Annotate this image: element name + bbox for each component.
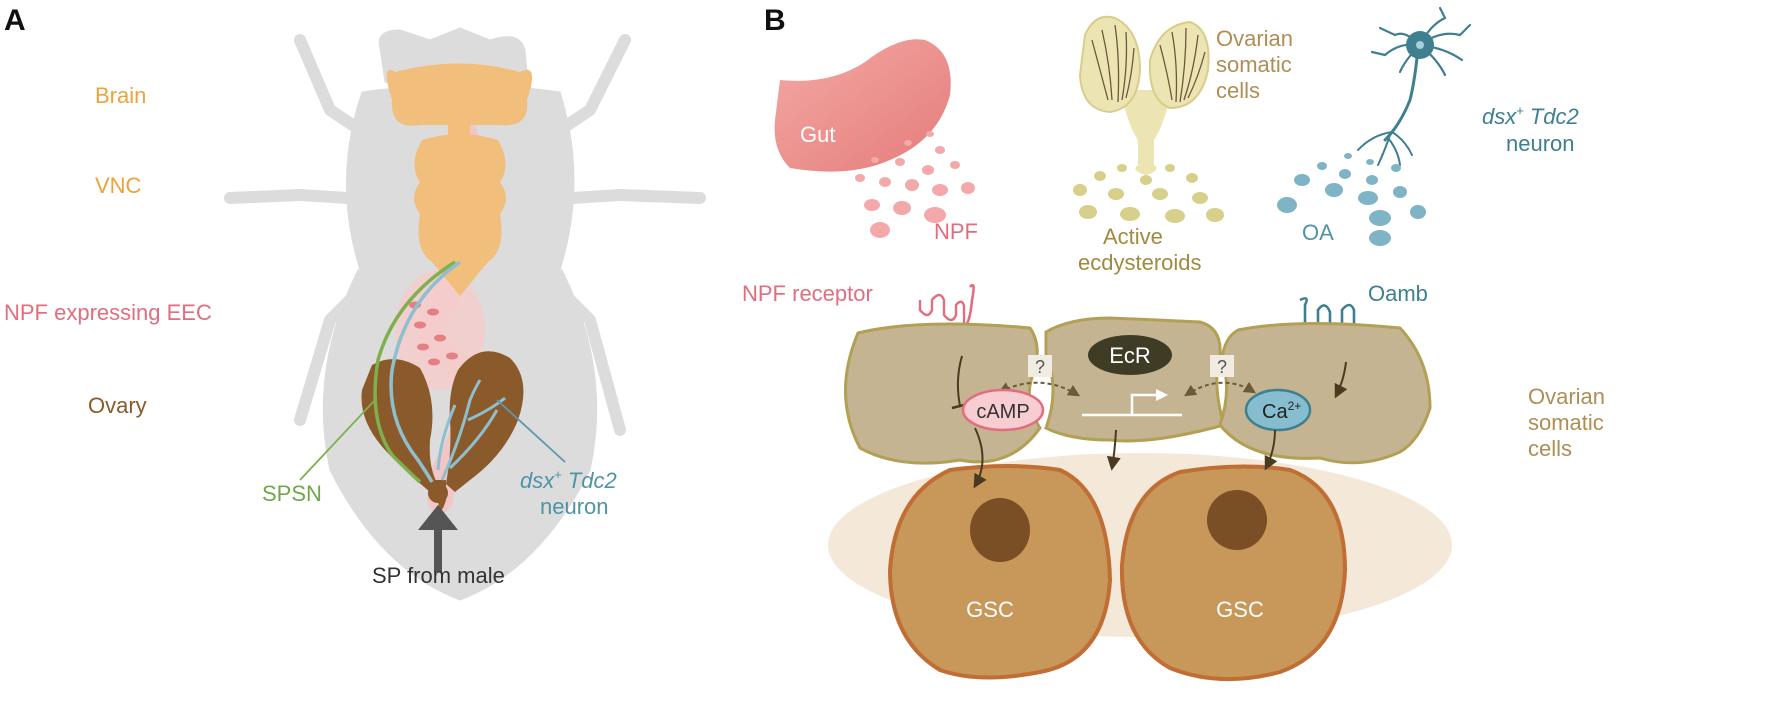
label-gsc-right: GSC — [1216, 597, 1264, 622]
label-oamb: Oamb — [1368, 281, 1428, 306]
label-osc-right-1: Ovarian — [1528, 384, 1605, 409]
ovary-top-left — [1078, 15, 1142, 114]
label-ecdysteroids: ecdysteroids — [1078, 250, 1202, 275]
label-osc-right-3: cells — [1528, 436, 1572, 461]
sp-arrow-head — [418, 505, 458, 530]
label-npf-eec: NPF expressing EEC — [4, 300, 212, 325]
ca-shape — [1244, 388, 1312, 432]
ca-sup: 2+ — [1288, 399, 1302, 413]
label-npf-receptor: NPF receptor — [742, 281, 873, 306]
label-sp-from-male: SP from male — [372, 563, 505, 588]
axon-terminals — [1357, 131, 1413, 166]
dsx-gene: dsx — [520, 468, 555, 493]
label-dsx-tdc2: dsx+ Tdc2 — [520, 467, 617, 493]
label-active: Active — [1103, 224, 1163, 249]
dsx-tdc2-neuron — [389, 260, 461, 483]
gsc-left-nucleus — [970, 498, 1030, 562]
label-npf: NPF — [934, 219, 978, 244]
dashed-arrow-right — [1183, 381, 1257, 397]
b-dsx-sup: + — [1516, 103, 1524, 118]
oviduct-top — [1120, 90, 1172, 175]
label-q1: ? — [1035, 357, 1045, 377]
transcription-symbol — [1082, 393, 1182, 417]
label-ovary: Ovary — [88, 393, 147, 418]
label-osc-top-2: somatic — [1216, 52, 1292, 77]
label-gut: Gut — [800, 122, 835, 147]
transcription-arrowhead — [1156, 389, 1168, 401]
label-q2: ? — [1217, 357, 1227, 377]
oa-dots — [1277, 153, 1426, 246]
dsx-tdc2-branches — [436, 379, 506, 481]
ovary-pair-top — [1078, 15, 1210, 175]
ecr-shape — [1088, 335, 1172, 375]
spsn-leader — [299, 399, 376, 481]
gsc-left — [887, 464, 1113, 680]
gsc-right-nucleus — [1207, 490, 1267, 550]
label-osc-top-1: Ovarian — [1216, 26, 1293, 51]
label-b-dsx-tdc2: dsx+ Tdc2 — [1482, 103, 1579, 129]
octopaminergic-neuron — [1357, 6, 1472, 166]
q1-box — [1028, 355, 1052, 377]
ovaries — [361, 351, 524, 510]
dashed-arrow-left — [997, 381, 1081, 397]
dsx-sup: + — [554, 467, 562, 482]
ecdysteroid-dots — [1073, 164, 1224, 223]
panel-a: A — [4, 4, 706, 601]
somatic-cell-right — [1218, 321, 1432, 465]
ovary-left — [361, 359, 440, 492]
tdc2-gene: Tdc2 — [568, 468, 617, 493]
axon — [1383, 46, 1420, 142]
label-spsn: SPSN — [262, 481, 322, 506]
q2-box — [1210, 355, 1234, 377]
spsn-neuron — [373, 260, 456, 484]
label-gsc-left: GSC — [966, 597, 1014, 622]
npf-dots — [855, 131, 975, 238]
vnc-shape — [414, 134, 506, 296]
gut-loop — [395, 270, 485, 390]
label-ca: Ca2+ — [1262, 399, 1301, 423]
dsx-leader — [496, 399, 566, 463]
camp-shape — [961, 388, 1045, 432]
camp-gsc-arrow — [973, 427, 987, 489]
label-oa: OA — [1302, 220, 1334, 245]
panel-b: B Gut NPF — [742, 4, 1605, 682]
npf-inhibit-line — [956, 355, 963, 407]
gut-shape — [774, 39, 951, 172]
b-dsx-gene: dsx — [1482, 104, 1517, 129]
b-tdc2-gene: Tdc2 — [1530, 104, 1579, 129]
ecr-gsc-arrow — [1106, 429, 1121, 471]
uterus — [428, 483, 448, 503]
label-neuron: neuron — [540, 494, 609, 519]
brain-shape — [386, 63, 533, 126]
ovary-top-right — [1148, 20, 1210, 110]
label-vnc: VNC — [95, 173, 142, 198]
ca-base: Ca — [1262, 401, 1288, 423]
label-osc-top-3: cells — [1216, 78, 1260, 103]
ovariole-lines — [1091, 24, 1206, 103]
oamb-receptor — [1299, 297, 1356, 364]
oamb-ca-arrow — [1334, 361, 1348, 399]
gsc-right — [1119, 464, 1348, 682]
ovary-right — [446, 351, 524, 492]
label-osc-right-2: somatic — [1528, 410, 1604, 435]
panel-a-label: A — [4, 4, 26, 37]
cns — [386, 63, 533, 296]
label-ecr: EcR — [1109, 343, 1151, 368]
label-b-neuron: neuron — [1506, 131, 1575, 156]
ca-gsc-arrow — [1264, 429, 1278, 471]
label-brain: Brain — [95, 83, 146, 108]
nucleus — [1416, 41, 1424, 49]
label-camp: cAMP — [976, 401, 1029, 423]
npf-receptor-7tm — [918, 293, 966, 330]
panel-b-label: B — [764, 4, 786, 37]
